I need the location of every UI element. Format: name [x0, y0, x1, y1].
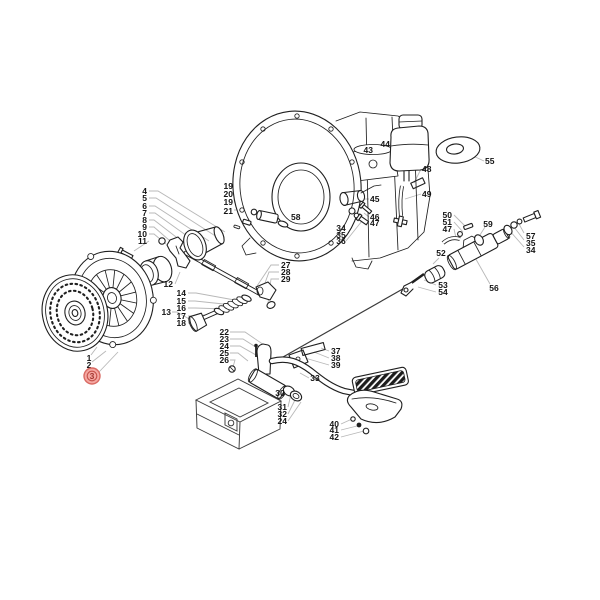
part-label-26: 26	[220, 355, 230, 365]
part-label-19b: 19	[224, 197, 234, 207]
pivot-tube-30	[247, 368, 288, 400]
part-label-33: 33	[310, 373, 320, 383]
part-label-5: 5	[142, 193, 147, 203]
union-59	[474, 234, 484, 246]
highlight-circle-outer[interactable]	[84, 368, 100, 384]
release-fork	[117, 236, 191, 269]
part-label-10: 10	[138, 229, 148, 239]
part-label-50: 50	[443, 210, 453, 220]
highlight-ring	[83, 367, 101, 385]
dowel-group	[233, 208, 289, 230]
part-label-35b: 35	[526, 238, 536, 248]
part-label-25: 25	[220, 348, 230, 358]
part-label-18: 18	[177, 318, 187, 328]
part-label-47: 47	[370, 218, 380, 228]
part-label-38: 38	[331, 353, 341, 363]
part-label-51: 51	[443, 217, 453, 227]
release-bearing	[139, 255, 173, 286]
highlight-marker[interactable]: 3	[83, 367, 101, 385]
part-label-39: 39	[331, 360, 341, 370]
part-label-14: 14	[177, 288, 187, 298]
housing-bolts-34-36	[348, 207, 370, 226]
part-label-55: 55	[485, 156, 495, 166]
part-label-54: 54	[438, 287, 448, 297]
pedal-pad	[351, 366, 409, 396]
part-label-35: 35	[336, 230, 346, 240]
guide-tube	[183, 226, 225, 261]
part-label-16: 16	[177, 303, 187, 313]
part-label-53: 53	[438, 280, 448, 290]
part-label-13: 13	[162, 307, 172, 317]
part-label-21: 21	[224, 206, 234, 216]
part-label-29: 29	[281, 274, 291, 284]
part-label-46: 46	[370, 212, 380, 222]
pedal-upper-arm	[256, 343, 272, 375]
part-label-1: 1	[87, 353, 92, 363]
part-label-40: 40	[330, 419, 340, 429]
part-label-59: 59	[483, 219, 493, 229]
master-cylinder	[275, 209, 542, 362]
part-label-49: 49	[422, 189, 432, 199]
spring-37	[300, 342, 326, 357]
part-label-30: 30	[275, 388, 285, 398]
part-label-45: 45	[370, 194, 380, 204]
part-label-23: 23	[220, 334, 230, 344]
slave-pushrod	[188, 294, 252, 332]
part-label-31: 31	[278, 402, 288, 412]
part-label-7: 7	[142, 208, 147, 218]
part-label-15: 15	[177, 296, 187, 306]
housing-union-45	[339, 184, 382, 207]
part-label-48: 48	[422, 164, 432, 174]
bolt	[117, 246, 134, 260]
grommet-55	[435, 136, 481, 164]
part-label-58: 58	[291, 212, 301, 222]
foot-plate	[346, 389, 403, 424]
part-labels: 4 5 6 7 8 9 10 11 1 2 19 20 19 21 58 43 …	[87, 139, 536, 442]
mounting-bracket	[194, 378, 283, 450]
bellhousing	[232, 110, 431, 270]
part-label-19: 19	[224, 181, 234, 191]
part-label-6: 6	[142, 201, 147, 211]
part-label-24b: 24	[278, 416, 288, 426]
part-label-44: 44	[381, 139, 391, 149]
clutch-disc	[41, 274, 109, 352]
part-label-24: 24	[220, 341, 230, 351]
part-label-43: 43	[364, 145, 374, 155]
part-label-34: 34	[336, 223, 346, 233]
part-label-12: 12	[164, 279, 174, 289]
fluid-reservoir	[389, 114, 481, 228]
cross-shaft	[183, 250, 277, 309]
part-label-42: 42	[330, 432, 340, 442]
part-label-37: 37	[331, 346, 341, 356]
part-label-11: 11	[138, 236, 147, 246]
part-label-36: 36	[336, 236, 346, 246]
part-label-8: 8	[142, 215, 147, 225]
part-label-17: 17	[177, 311, 187, 321]
part-label-56: 56	[489, 283, 499, 293]
part-label-32: 32	[278, 409, 288, 419]
part-label-57: 57	[526, 231, 536, 241]
housing-bolt-46-47	[358, 201, 373, 215]
part-label-28: 28	[281, 267, 291, 277]
part-label-52: 52	[436, 248, 446, 258]
part-label-9: 9	[142, 222, 147, 232]
part-label-41: 41	[330, 425, 340, 435]
o-ring	[158, 237, 166, 245]
highlight-ring-inner	[86, 370, 98, 382]
part-label-4: 4	[142, 186, 147, 196]
part-label-47b: 47	[443, 224, 453, 234]
boot-52	[424, 265, 446, 284]
part-label-34b: 34	[526, 245, 536, 255]
pedal-assembly	[228, 342, 409, 435]
part-label-22: 22	[220, 327, 230, 337]
part-label-27: 27	[281, 260, 291, 270]
part-label-3-highlighted[interactable]: 3	[90, 371, 95, 381]
part-label-20: 20	[224, 189, 234, 199]
part-label-2: 2	[87, 360, 92, 370]
